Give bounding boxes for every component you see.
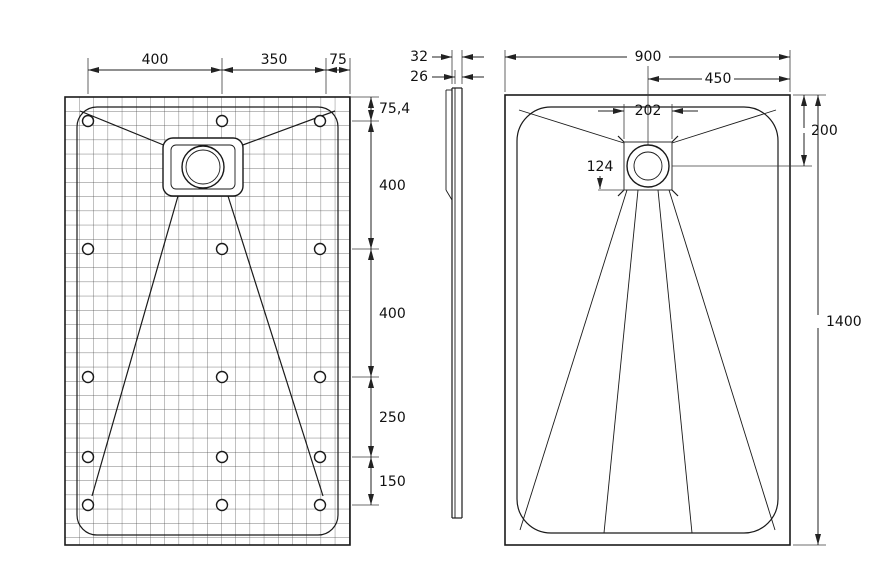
- profile-body: [445, 87, 463, 519]
- dim-label-900: 900: [635, 49, 662, 65]
- dim-label-26: 26: [410, 69, 428, 85]
- bottom-view-drain: [162, 137, 244, 197]
- dim-label-75-top: 75: [329, 52, 347, 68]
- top-view-length-dimension: 1400: [793, 95, 862, 546]
- drain-circle-outer: [181, 145, 225, 189]
- top-view-inner-border: [516, 106, 779, 534]
- dim-label-124: 124: [587, 159, 614, 175]
- dim-label-150: 150: [379, 474, 406, 490]
- top-view-width-dimension: 900: [504, 49, 791, 92]
- top-view-drain-center-dimension: 200: [672, 94, 838, 167]
- top-view-half-width-dimension: 450: [648, 71, 790, 87]
- profile-view: 32 26: [410, 49, 484, 519]
- dim-label-75-4: 75,4: [379, 101, 410, 117]
- dim-label-250: 250: [379, 410, 406, 426]
- bottom-view-outer-edge: [64, 96, 351, 546]
- top-view-drain-width-dimension: 202: [598, 103, 698, 139]
- drain-circle-inner: [633, 151, 663, 181]
- dim-label-400-top: 400: [142, 52, 169, 68]
- dim-label-1400: 1400: [826, 314, 862, 330]
- top-view-slope-lines: [518, 109, 777, 534]
- dim-label-32: 32: [410, 49, 428, 65]
- profile-thickness-dimensions: 32 26: [410, 49, 484, 85]
- drain-circle-outer: [626, 144, 670, 188]
- dim-label-400-right-2: 400: [379, 306, 406, 322]
- dim-label-200: 200: [811, 123, 838, 139]
- bottom-view-top-dimension-chain: 400 350 75: [87, 52, 351, 94]
- top-view: 900 450 202 124 200: [504, 49, 862, 546]
- dim-label-350-top: 350: [261, 52, 288, 68]
- drain-housing-inner: [170, 144, 236, 190]
- bottom-view-inner-border: [76, 106, 339, 536]
- top-view-drain: [617, 135, 679, 197]
- dim-label-202: 202: [635, 103, 662, 119]
- bottom-view-right-dimension-chain: 75,4 400 400 250 150: [350, 96, 410, 506]
- drain-circle-inner: [185, 149, 221, 185]
- bottom-view-screw-holes: [81, 114, 327, 512]
- dim-label-450: 450: [705, 71, 732, 87]
- bottom-view-slope-lines: [79, 110, 336, 497]
- dim-label-400-right-1: 400: [379, 178, 406, 194]
- top-view-drain-offset-dimension: 124: [587, 159, 626, 191]
- bottom-view: 400 350 75 75,4 400 400 250 15: [64, 52, 410, 546]
- top-view-outer-edge: [504, 94, 791, 546]
